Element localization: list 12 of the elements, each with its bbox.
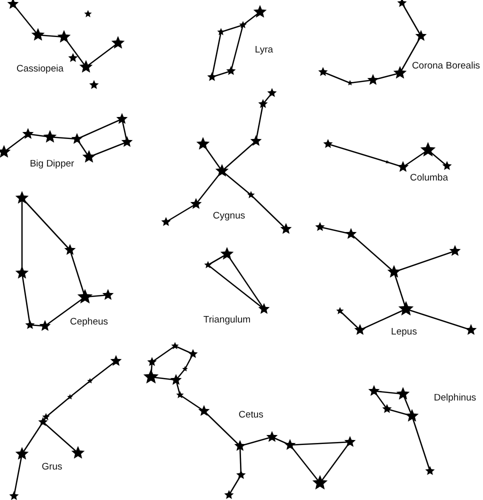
constellation-name: Cassiopeia: [16, 64, 64, 74]
constellation-name: Columba: [410, 173, 448, 183]
constellation-name: Lepus: [391, 327, 417, 337]
constellation-name: Delphinus: [434, 393, 476, 403]
constellation-name: Cygnus: [212, 211, 246, 221]
constellation-name: Triangulum: [203, 315, 251, 325]
constellation-name: Cetus: [238, 410, 264, 420]
constellation-name: Grus: [42, 462, 62, 472]
constellation-name: Lyra: [254, 45, 274, 55]
constellation-name: Cepheus: [70, 317, 108, 327]
constellation-name: Big Dipper: [30, 159, 74, 169]
constellation-name: Corona Borealis: [412, 61, 480, 71]
